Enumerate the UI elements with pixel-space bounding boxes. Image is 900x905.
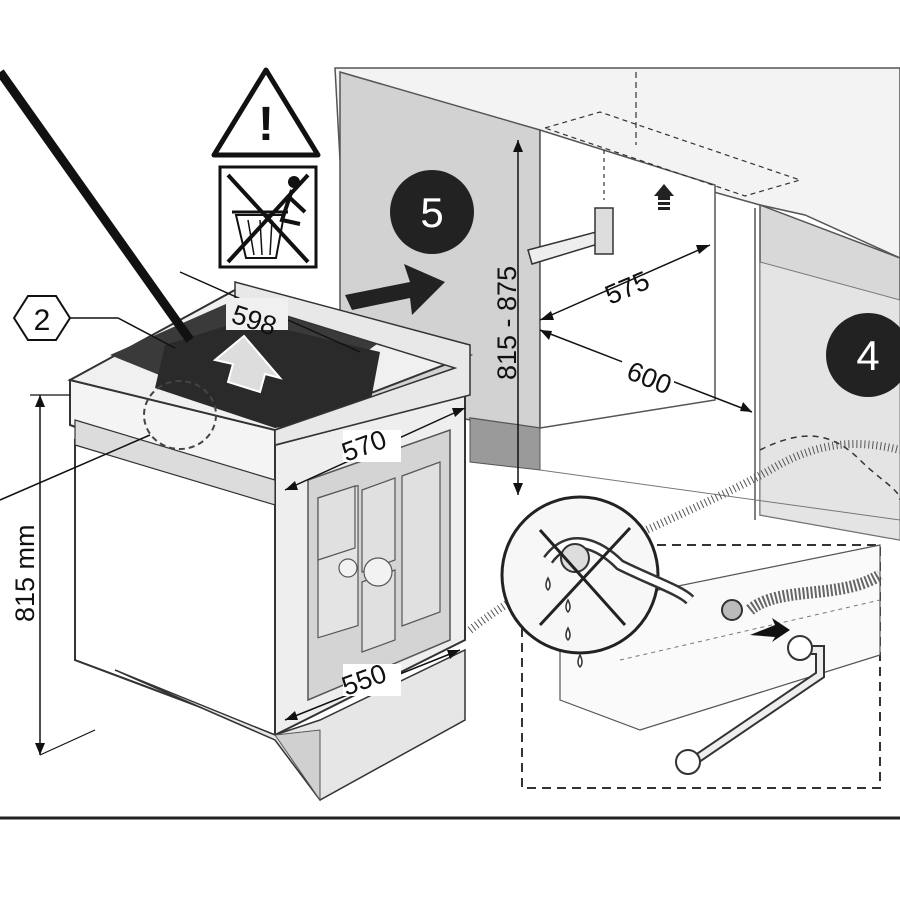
do-not-dispose-icon xyxy=(218,165,318,269)
step-4-badge: 4 xyxy=(826,313,900,397)
svg-text:!: ! xyxy=(258,98,274,151)
callout-2: 2 xyxy=(0,295,176,501)
water-connection-detail xyxy=(500,495,884,789)
niche-height-label: 815 - 875 xyxy=(492,266,522,380)
warning-icon: ! xyxy=(211,67,321,158)
svg-text:5: 5 xyxy=(420,189,443,236)
appliance-height-label: 815 mm xyxy=(10,524,40,622)
lift-arrow-small-icon xyxy=(654,184,674,210)
pointer-line xyxy=(0,69,194,343)
arrow-up-icon xyxy=(212,334,283,394)
step-5-badge: 5 xyxy=(390,170,474,254)
svg-text:4: 4 xyxy=(856,332,879,379)
dishwasher xyxy=(67,281,474,802)
mounting-bracket xyxy=(527,207,614,265)
no-drip-icon xyxy=(500,495,695,669)
svg-text:2: 2 xyxy=(34,304,51,337)
arrow-right-icon xyxy=(345,264,445,315)
